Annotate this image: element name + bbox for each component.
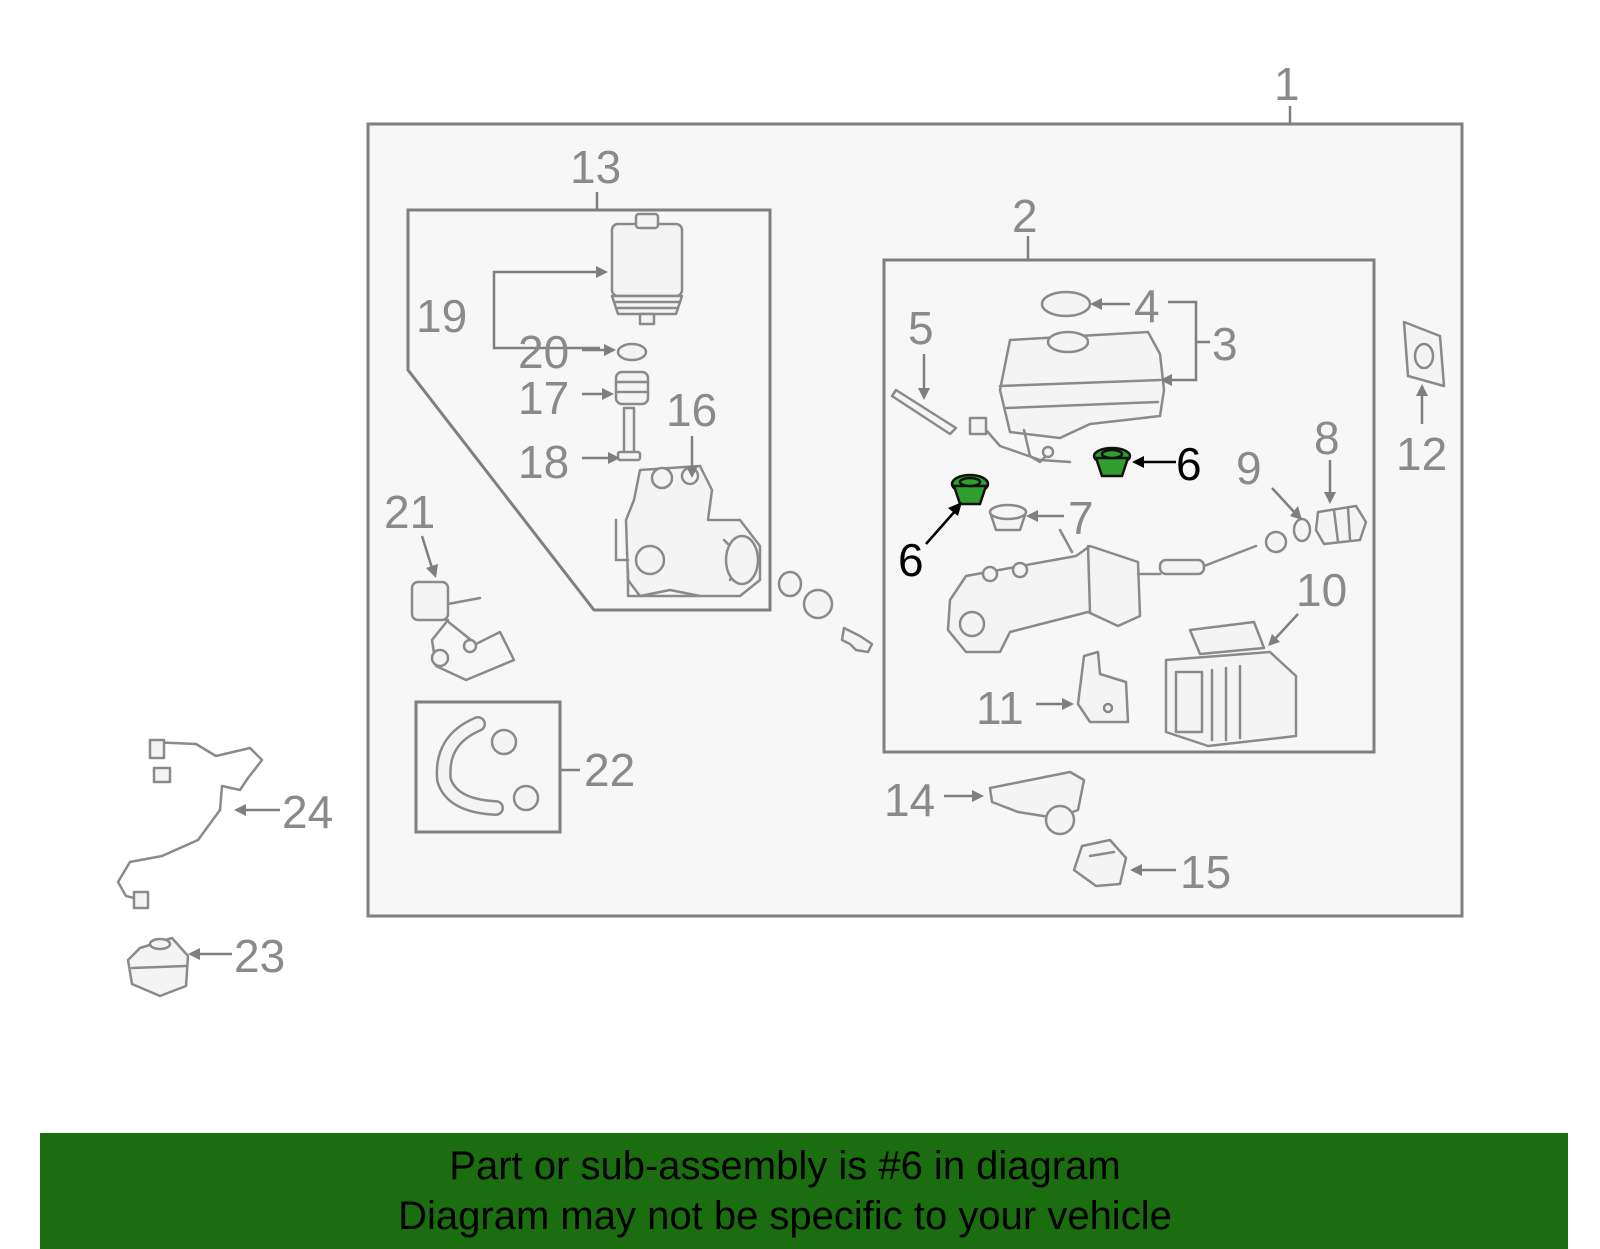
leader-10 bbox=[1273, 613, 1299, 641]
leader-3 bbox=[1168, 300, 1210, 382]
callout-20: 20 bbox=[518, 326, 569, 378]
callout-9: 9 bbox=[1236, 442, 1262, 494]
cushion-15 bbox=[1072, 838, 1128, 888]
reservoir-tank-3 bbox=[998, 330, 1166, 464]
grommet-6-left[interactable] bbox=[950, 473, 990, 506]
fitting-parts bbox=[777, 570, 874, 654]
callout-3: 3 bbox=[1212, 318, 1238, 370]
bracket-14 bbox=[988, 770, 1086, 836]
callout-4: 4 bbox=[1134, 280, 1160, 332]
callout-22: 22 bbox=[584, 744, 635, 796]
callout-13: 13 bbox=[570, 141, 621, 193]
wire-harness-24 bbox=[116, 738, 264, 910]
hose-22 bbox=[435, 716, 540, 816]
callout-18: 18 bbox=[518, 436, 569, 488]
callout-2: 2 bbox=[1012, 190, 1038, 242]
oring-20 bbox=[616, 342, 648, 362]
callout-15: 15 bbox=[1180, 846, 1231, 898]
pushrod bbox=[1158, 530, 1288, 576]
bracket-11 bbox=[1076, 650, 1130, 724]
callout-6-right: 6 bbox=[1176, 438, 1202, 490]
callout-19: 19 bbox=[416, 290, 467, 342]
callout-21: 21 bbox=[384, 486, 435, 538]
abs-module-10 bbox=[1164, 620, 1298, 748]
boot-8 bbox=[1314, 504, 1368, 546]
callout-8: 8 bbox=[1314, 412, 1340, 464]
wire-harness-5 bbox=[890, 388, 1072, 464]
leader-21 bbox=[420, 535, 434, 569]
callout-23: 23 bbox=[234, 930, 285, 982]
spring-17 bbox=[614, 370, 650, 406]
reservoir-cap-4 bbox=[1040, 290, 1092, 318]
pin-18 bbox=[616, 406, 642, 462]
callout-17: 17 bbox=[518, 372, 569, 424]
callout-7: 7 bbox=[1068, 492, 1094, 544]
reservoir-19 bbox=[610, 212, 684, 326]
leader-9 bbox=[1271, 487, 1297, 515]
callout-6-left: 6 bbox=[898, 534, 924, 586]
callout-12: 12 bbox=[1396, 428, 1447, 480]
callout-14: 14 bbox=[884, 774, 935, 826]
info-banner: Part or sub-assembly is #6 in diagram Di… bbox=[40, 1133, 1568, 1249]
callout-24: 24 bbox=[282, 786, 333, 838]
callout-1: 1 bbox=[1274, 58, 1300, 110]
callout-5: 5 bbox=[908, 302, 934, 354]
seal-7 bbox=[988, 503, 1028, 532]
grommet-6-right[interactable] bbox=[1092, 446, 1132, 478]
bracket-21 bbox=[410, 580, 516, 682]
callout-16: 16 bbox=[666, 384, 717, 436]
master-cylinder bbox=[946, 528, 1162, 654]
cushion-23 bbox=[126, 936, 190, 998]
leader-19 bbox=[492, 270, 604, 350]
callout-11: 11 bbox=[976, 682, 1024, 734]
banner-line-2: Diagram may not be specific to your vehi… bbox=[398, 1194, 1172, 1238]
callout-10: 10 bbox=[1296, 564, 1347, 616]
ring-9 bbox=[1292, 517, 1312, 543]
gasket-12 bbox=[1402, 320, 1446, 388]
banner-line-1: Part or sub-assembly is #6 in diagram bbox=[449, 1144, 1121, 1188]
leader-6-left bbox=[925, 509, 957, 545]
